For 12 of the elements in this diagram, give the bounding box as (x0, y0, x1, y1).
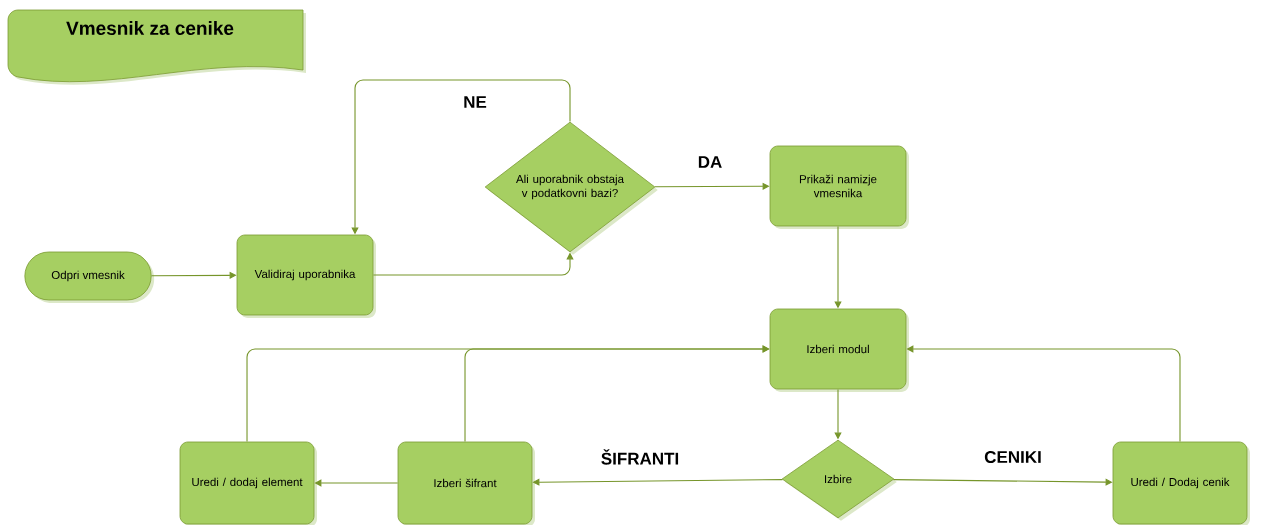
edge-label: CENIKI (982, 449, 1044, 465)
process-box: Validiraj uporabnika (236, 234, 376, 318)
title-banner: Vmesnik za cenike (7, 9, 306, 85)
edge-label: NE (461, 94, 489, 110)
process-box: Izberi modul (769, 308, 909, 392)
process-box: Uredi / dodaj element (179, 441, 317, 525)
start-terminal: Odpri vmesnik (24, 251, 155, 303)
process-box: Prikaži namizje vmesnika (769, 145, 909, 229)
process-box: Izberi šifrant (397, 441, 535, 525)
edge-label: DA (695, 154, 725, 170)
process-box: Uredi / Dodaj cenik (1112, 441, 1250, 525)
edge-label: ŠIFRANTI (598, 447, 682, 467)
